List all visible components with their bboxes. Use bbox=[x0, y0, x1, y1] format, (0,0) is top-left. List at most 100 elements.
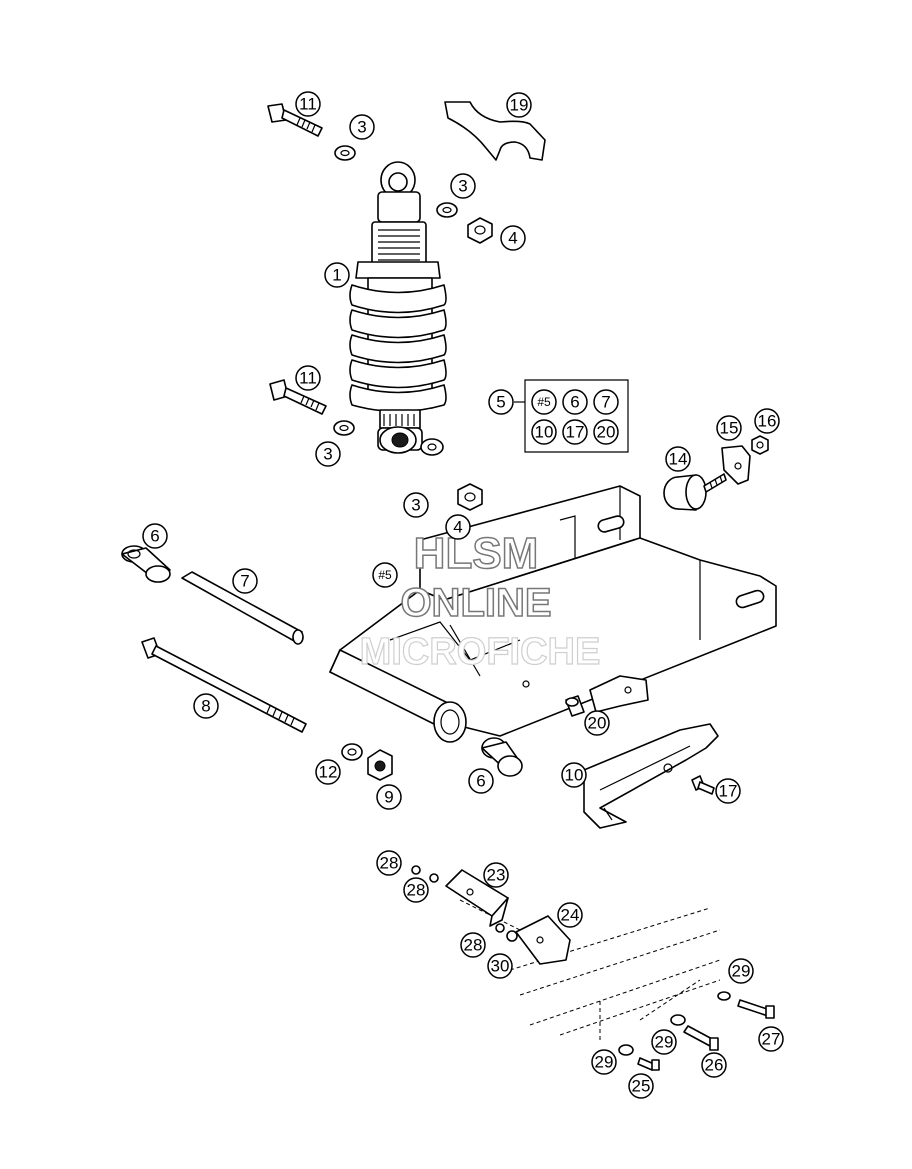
guide-bracket bbox=[515, 915, 571, 965]
guide-block bbox=[445, 869, 509, 927]
lower-bolt bbox=[269, 379, 327, 415]
callout-10[interactable]: 10 bbox=[561, 762, 587, 788]
svg-text:4: 4 bbox=[508, 229, 517, 248]
svg-text:24: 24 bbox=[561, 906, 580, 925]
washer bbox=[341, 743, 363, 761]
callout-3[interactable]: 3 bbox=[349, 114, 375, 140]
callout-4[interactable]: 4 bbox=[445, 514, 471, 540]
svg-text:28: 28 bbox=[407, 881, 426, 900]
callout-28[interactable]: 28 bbox=[460, 932, 486, 958]
callout-7[interactable]: 7 bbox=[232, 568, 258, 594]
chain-slider bbox=[583, 723, 719, 829]
callout-11-mid[interactable]: 11 bbox=[295, 365, 321, 391]
kit-item-6[interactable]: 6 bbox=[562, 389, 588, 415]
svg-text:14: 14 bbox=[669, 450, 688, 469]
svg-text:20: 20 bbox=[597, 423, 616, 442]
callout-3[interactable]: 3 bbox=[403, 492, 429, 518]
svg-text:25: 25 bbox=[632, 1077, 651, 1096]
nut bbox=[751, 435, 769, 455]
screw bbox=[691, 775, 715, 795]
callout-6[interactable]: 6 bbox=[468, 768, 494, 794]
svg-text:11: 11 bbox=[299, 95, 317, 114]
callout-25[interactable]: 25 bbox=[628, 1073, 654, 1099]
callout-17[interactable]: 17 bbox=[715, 778, 741, 804]
screw bbox=[737, 999, 775, 1019]
nut bbox=[467, 217, 493, 244]
callout-12[interactable]: 12 bbox=[315, 759, 341, 785]
washer bbox=[420, 438, 444, 456]
callout-19[interactable]: 19 bbox=[506, 92, 532, 118]
svg-text:3: 3 bbox=[411, 496, 420, 515]
svg-text:27: 27 bbox=[762, 1030, 781, 1049]
nut bbox=[457, 483, 483, 511]
swingarm-callout-5[interactable]: #5 bbox=[372, 562, 398, 588]
svg-text:16: 16 bbox=[758, 412, 777, 431]
nut bbox=[495, 923, 505, 933]
callout-15[interactable]: 15 bbox=[716, 415, 742, 441]
svg-text:7: 7 bbox=[601, 393, 610, 412]
washer bbox=[333, 420, 355, 436]
bushing bbox=[481, 737, 523, 777]
watermark-line-3: MICROFICHE bbox=[360, 631, 601, 673]
svg-text:19: 19 bbox=[510, 96, 529, 115]
svg-text:6: 6 bbox=[150, 527, 159, 546]
callout-26[interactable]: 26 bbox=[701, 1052, 727, 1078]
callout-16[interactable]: 16 bbox=[754, 408, 780, 434]
svg-text:3: 3 bbox=[323, 445, 332, 464]
svg-text:20: 20 bbox=[588, 714, 607, 733]
callout-28[interactable]: 28 bbox=[403, 877, 429, 903]
watermark-line-1: HLSM bbox=[414, 529, 539, 578]
kit-item-7[interactable]: 7 bbox=[593, 389, 619, 415]
callout-30[interactable]: 30 bbox=[487, 953, 513, 979]
callout-29[interactable]: 29 bbox=[651, 1029, 677, 1055]
hook-wrench bbox=[444, 101, 546, 161]
callout-3[interactable]: 3 bbox=[450, 173, 476, 199]
svg-text:29: 29 bbox=[595, 1053, 614, 1072]
callout-9[interactable]: 9 bbox=[376, 784, 402, 810]
callout-28[interactable]: 28 bbox=[376, 850, 402, 876]
callout-24[interactable]: 24 bbox=[557, 902, 583, 928]
svg-text:#5: #5 bbox=[537, 395, 551, 409]
svg-text:28: 28 bbox=[380, 854, 399, 873]
washer bbox=[334, 145, 356, 161]
callout-29[interactable]: 29 bbox=[728, 958, 754, 984]
callout-20[interactable]: 20 bbox=[584, 710, 610, 736]
callout-1[interactable]: 1 bbox=[324, 262, 350, 288]
svg-text:#5: #5 bbox=[378, 568, 392, 582]
callout-6[interactable]: 6 bbox=[142, 523, 168, 549]
svg-text:11: 11 bbox=[299, 369, 317, 388]
bushing bbox=[121, 545, 171, 583]
clip-plate bbox=[721, 445, 751, 485]
svg-text:6: 6 bbox=[570, 393, 579, 412]
svg-text:23: 23 bbox=[487, 866, 506, 885]
svg-text:10: 10 bbox=[535, 423, 554, 442]
svg-text:9: 9 bbox=[384, 788, 393, 807]
upper-bolt bbox=[267, 103, 323, 137]
watermark-line-2: ONLINE bbox=[400, 581, 551, 625]
frame-outline bbox=[459, 899, 721, 1040]
kit-item-20[interactable]: 20 bbox=[593, 419, 619, 445]
svg-text:3: 3 bbox=[458, 177, 467, 196]
svg-text:4: 4 bbox=[453, 518, 462, 537]
callout-29[interactable]: 29 bbox=[591, 1049, 617, 1075]
callout-27[interactable]: 27 bbox=[758, 1026, 784, 1052]
callout-5[interactable]: 5 bbox=[488, 389, 514, 415]
kit-item-17[interactable]: 17 bbox=[562, 419, 588, 445]
svg-text:29: 29 bbox=[732, 962, 751, 981]
svg-text:17: 17 bbox=[719, 782, 738, 801]
callout-4[interactable]: 4 bbox=[500, 225, 526, 251]
svg-text:29: 29 bbox=[655, 1033, 674, 1052]
callout-11-top[interactable]: 11 bbox=[295, 91, 321, 117]
kit-item-5[interactable]: #5 bbox=[531, 389, 557, 415]
svg-text:28: 28 bbox=[464, 936, 483, 955]
sleeve bbox=[181, 571, 304, 645]
callout-3[interactable]: 3 bbox=[315, 441, 341, 467]
callout-23[interactable]: 23 bbox=[483, 862, 509, 888]
nut bbox=[411, 865, 421, 875]
svg-text:3: 3 bbox=[357, 118, 366, 137]
svg-text:7: 7 bbox=[240, 572, 249, 591]
kit-item-10[interactable]: 10 bbox=[531, 419, 557, 445]
callout-8[interactable]: 8 bbox=[193, 693, 219, 719]
callout-14[interactable]: 14 bbox=[665, 446, 691, 472]
